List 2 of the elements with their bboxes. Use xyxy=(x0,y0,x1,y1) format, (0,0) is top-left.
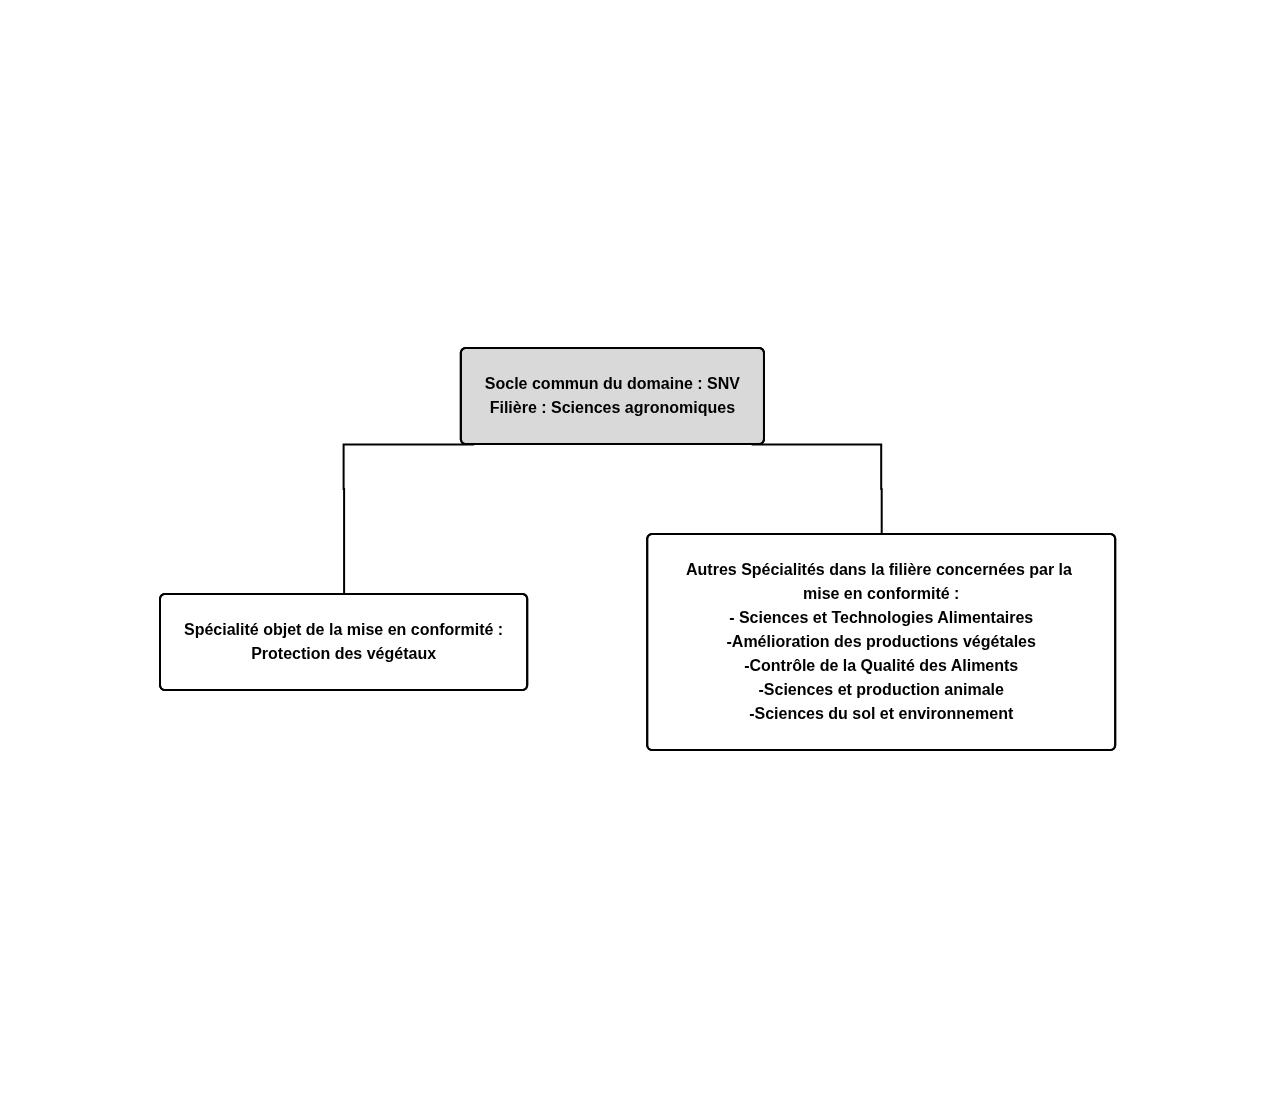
connector xyxy=(750,443,883,535)
connector xyxy=(342,443,476,595)
